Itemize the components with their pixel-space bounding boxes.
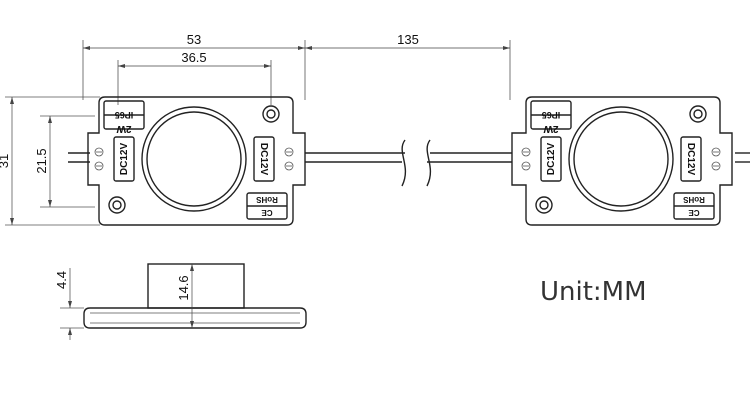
ip-rating-label-right: IP65	[542, 110, 561, 120]
dim-label-cable-length: 135	[397, 32, 419, 47]
power-label-right: 2W	[543, 123, 559, 134]
rohs-label: RoHS	[255, 195, 277, 204]
dimension-21-5: 21.5	[34, 115, 95, 208]
module-left: IP65 2W DC12V DC12V RoHS CE	[87, 96, 306, 226]
dim-label-thickness: 14.6	[176, 275, 191, 300]
ce-label-right: CE	[688, 208, 700, 217]
unit-label: Unit:MM	[540, 277, 647, 307]
dim-label-hole-spacing: 36.5	[181, 50, 206, 65]
voltage-label-right-left: DC12V	[546, 143, 557, 176]
rohs-label-right: RoHS	[682, 195, 704, 204]
module-side-view: 14.6 4.4	[54, 263, 307, 340]
voltage-label-left: DC12V	[119, 143, 130, 176]
module-right: IP65 2W DC12V DC12V RoHS CE	[511, 96, 733, 226]
dim-label-lens-height: 4.4	[54, 271, 69, 289]
ip-rating-label: IP65	[115, 110, 134, 120]
dimension-31: 31	[0, 96, 100, 226]
cable-middle	[305, 139, 512, 187]
dimension-135: 135	[305, 32, 511, 100]
voltage-label-right: DC12V	[258, 143, 269, 176]
voltage-label-right-right: DC12V	[685, 143, 696, 176]
dimension-36-5: 36.5	[117, 50, 272, 105]
dim-label-width: 53	[187, 32, 201, 47]
cable-right-stub	[735, 152, 750, 163]
ce-label: CE	[261, 208, 273, 217]
cable-left-stub	[68, 152, 90, 163]
dim-label-height: 31	[0, 154, 11, 168]
power-label: 2W	[116, 123, 132, 134]
dim-label-inner-height: 21.5	[34, 148, 49, 173]
dimension-53: 53	[82, 32, 306, 100]
